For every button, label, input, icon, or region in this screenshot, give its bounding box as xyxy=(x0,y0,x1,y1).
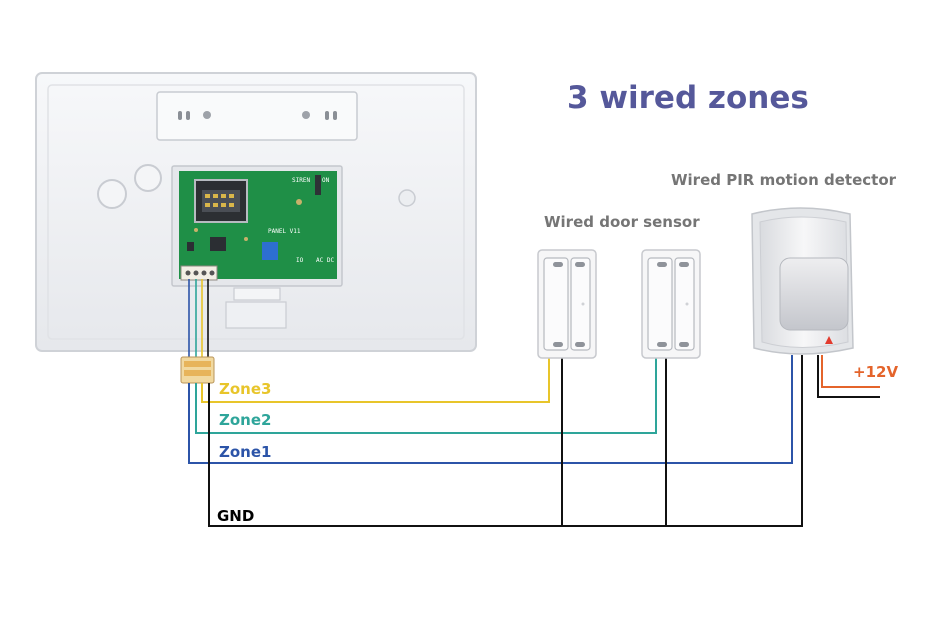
blue-chip xyxy=(262,242,278,260)
zone3-wire xyxy=(201,357,550,403)
mount-bracket xyxy=(156,91,358,141)
screw-hole xyxy=(398,189,416,207)
door-sensor-1 xyxy=(537,249,597,359)
zone1-label: Zone1 xyxy=(219,443,272,461)
pir-lens xyxy=(779,257,849,331)
pcb-on-text: ON xyxy=(322,177,330,184)
warning-triangle-icon xyxy=(825,336,833,344)
door-sensor-label: Wired door sensor xyxy=(544,213,700,231)
pcb-board-text: PANEL V11 xyxy=(268,228,301,235)
pcb-siren-text: SIREN xyxy=(292,177,310,184)
terminal-connector xyxy=(180,265,218,281)
alarm-panel: PANEL V11 SIREN ON IO AC DC xyxy=(35,72,477,352)
screw-hole xyxy=(97,179,127,209)
zone1-wire xyxy=(188,355,793,464)
pir-detector-label: Wired PIR motion detector xyxy=(671,171,897,189)
zone2-label: Zone2 xyxy=(219,411,272,429)
zone3-label: Zone3 xyxy=(219,380,272,398)
door-sensor-2 xyxy=(641,249,701,359)
pcb-io-text: IO xyxy=(296,257,304,264)
wire-splice-connector xyxy=(180,356,215,384)
zone2-wire xyxy=(195,357,657,434)
pcb-ac-text: AC DC xyxy=(316,257,334,264)
gnd-label: GND xyxy=(217,507,255,525)
screw-hole xyxy=(134,164,162,192)
diagram-title: 3 wired zones xyxy=(567,80,809,116)
gnd-wire xyxy=(208,355,803,527)
power-wires xyxy=(817,355,880,398)
power-label: +12V xyxy=(853,363,899,381)
lead-wires xyxy=(188,279,209,358)
pir-motion-detector xyxy=(751,207,854,355)
